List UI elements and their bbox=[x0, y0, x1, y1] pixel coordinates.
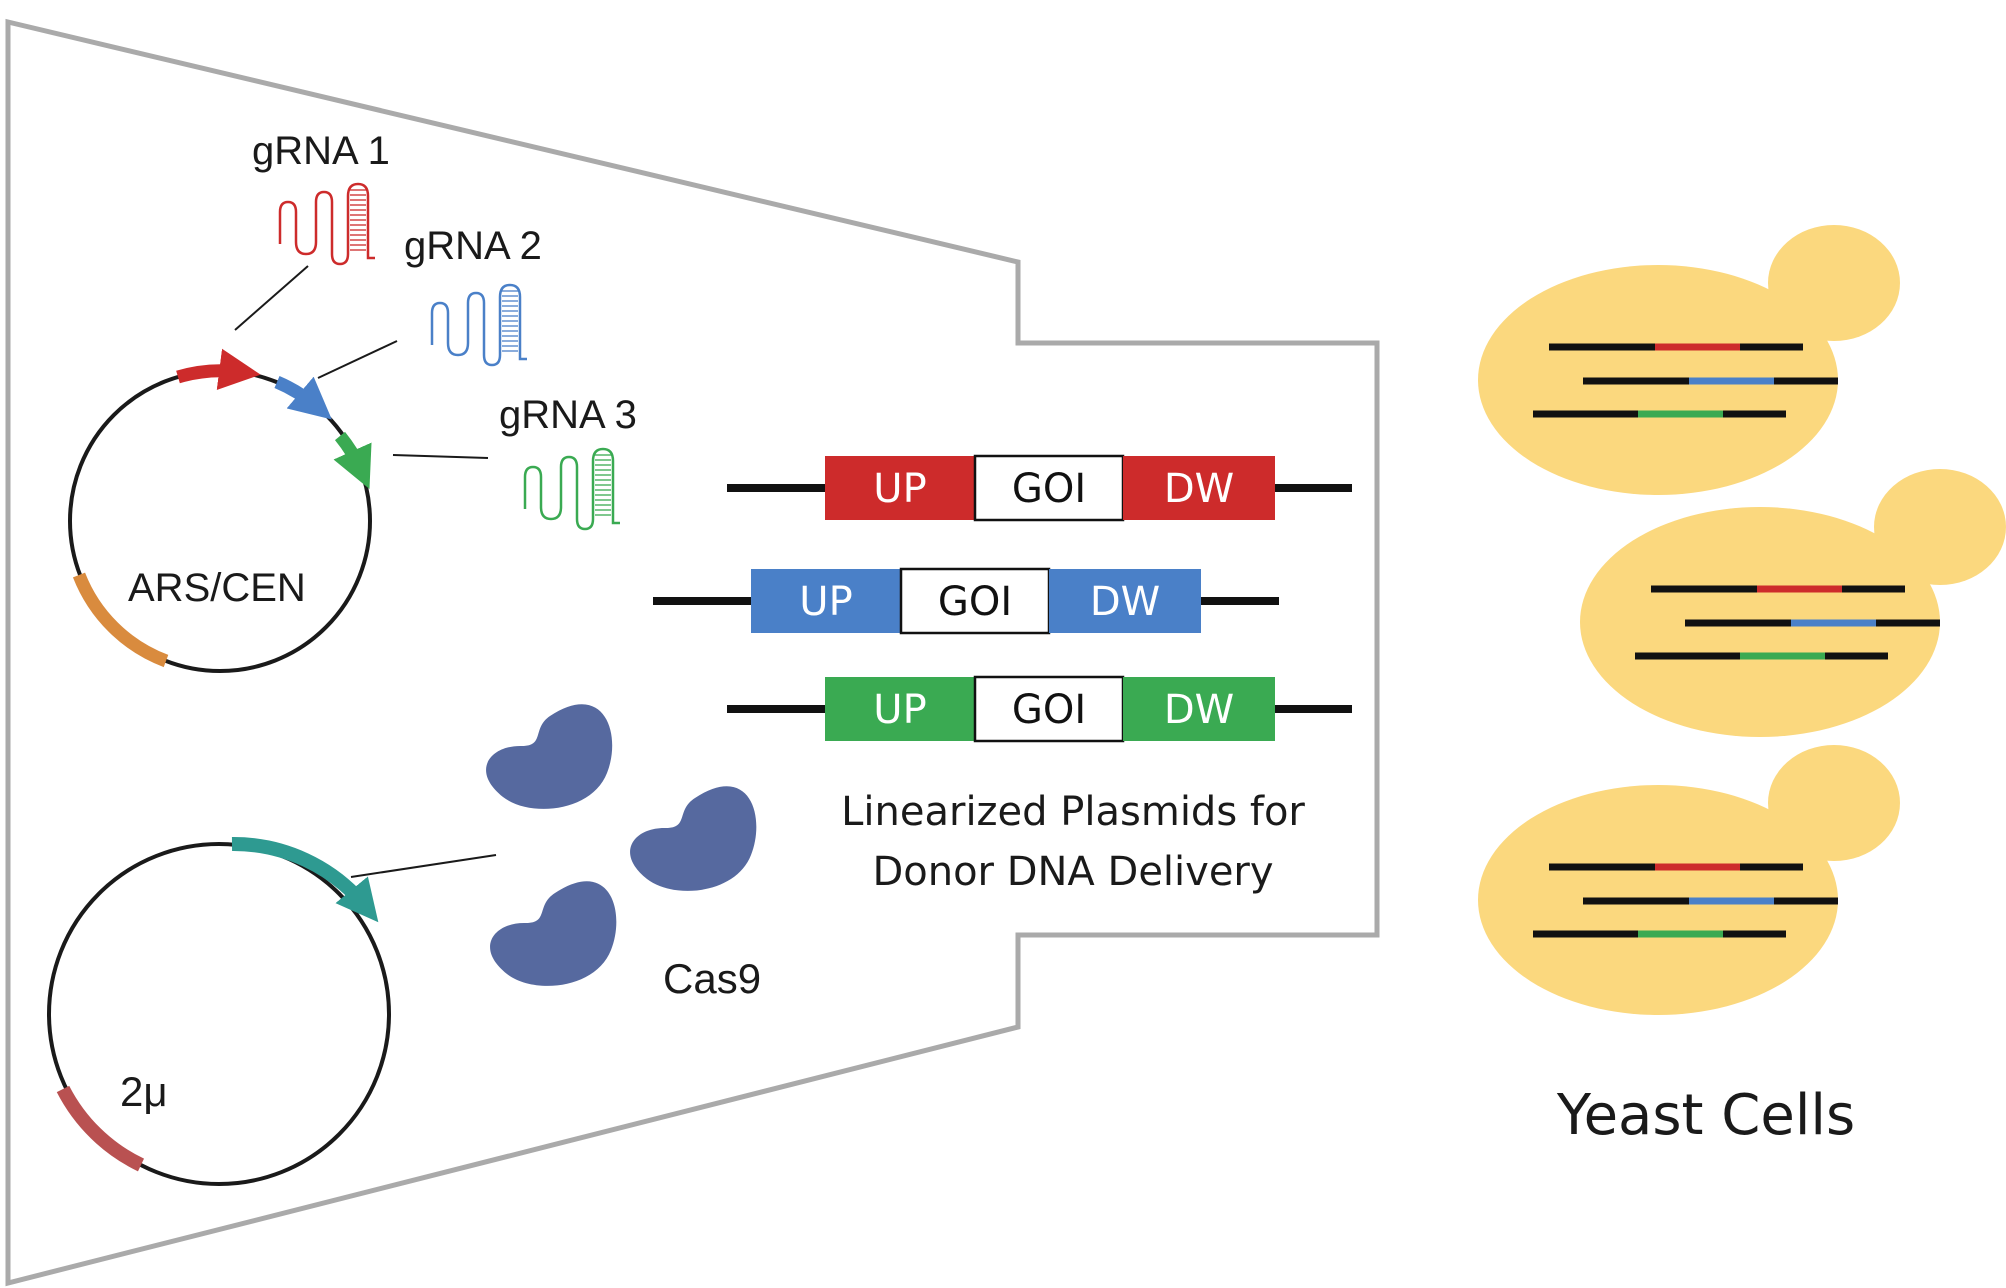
donor-construct: UP GOI DW bbox=[727, 675, 1352, 743]
plasmid-2micron-backbone bbox=[47, 842, 391, 1186]
orange-marker-segment bbox=[72, 572, 169, 668]
grna3-label: gRNA 3 bbox=[499, 393, 637, 437]
grna1-connector bbox=[234, 265, 309, 331]
goi-segment-label: GOI bbox=[1012, 466, 1086, 512]
yeast-cell bbox=[1478, 745, 1900, 1015]
plasmid-2micron: 2μ bbox=[47, 836, 391, 1186]
grna1-label: gRNA 1 bbox=[252, 129, 390, 173]
donor-construct: UP GOI DW bbox=[727, 454, 1352, 522]
donor-constructs: UP GOI DW UP GOI DW UP GOI DW bbox=[653, 454, 1352, 743]
goi-segment-label: GOI bbox=[1012, 687, 1086, 733]
dw-homology-arm bbox=[1123, 456, 1275, 520]
grna1-hairpin-icon bbox=[278, 182, 375, 266]
plasmid-arscen-label: ARS/CEN bbox=[128, 566, 306, 610]
frame-outline bbox=[5, 18, 1380, 1287]
grna3-cassette-arrow bbox=[333, 431, 372, 489]
grna3-connector bbox=[392, 454, 489, 459]
dw-homology-arm-label: DW bbox=[1090, 579, 1160, 625]
grna1-cassette-arrow bbox=[176, 348, 261, 390]
cas9-protein-icon bbox=[630, 786, 757, 891]
dw-homology-arm bbox=[1123, 677, 1275, 741]
grna2-label: gRNA 2 bbox=[404, 224, 542, 268]
yeast-cells bbox=[1478, 225, 2006, 1015]
up-homology-arm-label: UP bbox=[873, 687, 926, 733]
goi-segment bbox=[973, 675, 1125, 743]
up-homology-arm bbox=[825, 456, 975, 520]
plasmid-arscen: ARS/CEN bbox=[68, 348, 372, 673]
grna2-cassette-arrow bbox=[274, 376, 332, 420]
cas9-cassette-arrow bbox=[231, 836, 379, 923]
yeast-cell bbox=[1478, 225, 1900, 495]
goi-segment bbox=[973, 454, 1125, 522]
plasmid-2micron-label: 2μ bbox=[120, 1068, 168, 1115]
yeast-cell bbox=[1580, 469, 2006, 737]
donor-caption-line2: Donor DNA Delivery bbox=[872, 849, 1273, 895]
yeast-label: Yeast Cells bbox=[1556, 1083, 1855, 1148]
up-homology-arm bbox=[751, 569, 901, 633]
2micron-marker-segment bbox=[56, 1085, 145, 1172]
cas9-protein-icon bbox=[490, 881, 617, 986]
dw-homology-arm bbox=[1049, 569, 1201, 633]
up-homology-arm-label: UP bbox=[799, 579, 852, 625]
grna3-hairpin-icon bbox=[523, 447, 620, 531]
cas9-protein-icon bbox=[486, 704, 613, 809]
dw-homology-arm-label: DW bbox=[1164, 687, 1234, 733]
up-homology-arm bbox=[825, 677, 975, 741]
donor-construct: UP GOI DW bbox=[653, 567, 1279, 635]
dw-homology-arm-label: DW bbox=[1164, 466, 1234, 512]
grna2-hairpin-icon bbox=[430, 283, 527, 367]
goi-segment bbox=[899, 567, 1051, 635]
grna2-connector bbox=[317, 340, 398, 379]
goi-segment-label: GOI bbox=[938, 579, 1012, 625]
cas9-proteins bbox=[486, 704, 757, 986]
up-homology-arm-label: UP bbox=[873, 466, 926, 512]
cas9-label: Cas9 bbox=[663, 955, 761, 1002]
donor-caption-line1: Linearized Plasmids for bbox=[841, 789, 1305, 835]
cas9-connector bbox=[350, 854, 497, 878]
